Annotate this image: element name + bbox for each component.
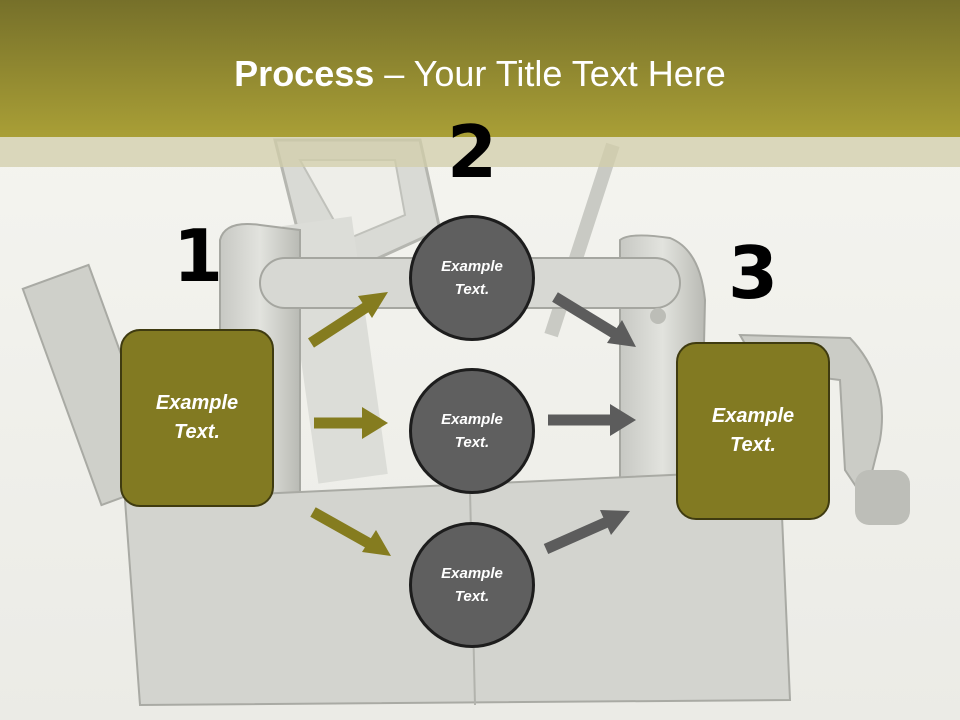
arrow-1-to-middle [314, 407, 388, 439]
circle-middle-label: Example Text. [441, 411, 503, 451]
step-number-1: 1 [172, 214, 224, 298]
step-3-label: Example Text. [711, 405, 795, 456]
circle-bottom: Example Text. [409, 522, 535, 648]
step-number-2: 2 [446, 110, 498, 194]
title-bold: Process [234, 53, 375, 94]
step-1-box: Example Text. [120, 329, 274, 507]
title-rest: – Your Title Text Here [374, 53, 726, 94]
arrow-top-to-3 [552, 292, 636, 347]
circle-top: Example Text. [409, 215, 535, 341]
title-underband [0, 137, 960, 167]
circle-bottom-label: Example Text. [441, 565, 503, 605]
page-title: Process – Your Title Text Here [0, 52, 960, 96]
arrow-bottom-to-3 [543, 510, 630, 555]
step-number-3: 3 [727, 231, 779, 315]
step-3-box: Example Text. [676, 342, 830, 520]
arrow-1-to-top [308, 292, 388, 348]
arrow-1-to-bottom [310, 507, 391, 556]
circle-middle: Example Text. [409, 368, 535, 494]
circle-top-label: Example Text. [441, 258, 503, 298]
title-band [0, 0, 960, 137]
arrow-middle-to-3 [548, 404, 636, 436]
step-1-label: Example Text. [155, 392, 239, 443]
